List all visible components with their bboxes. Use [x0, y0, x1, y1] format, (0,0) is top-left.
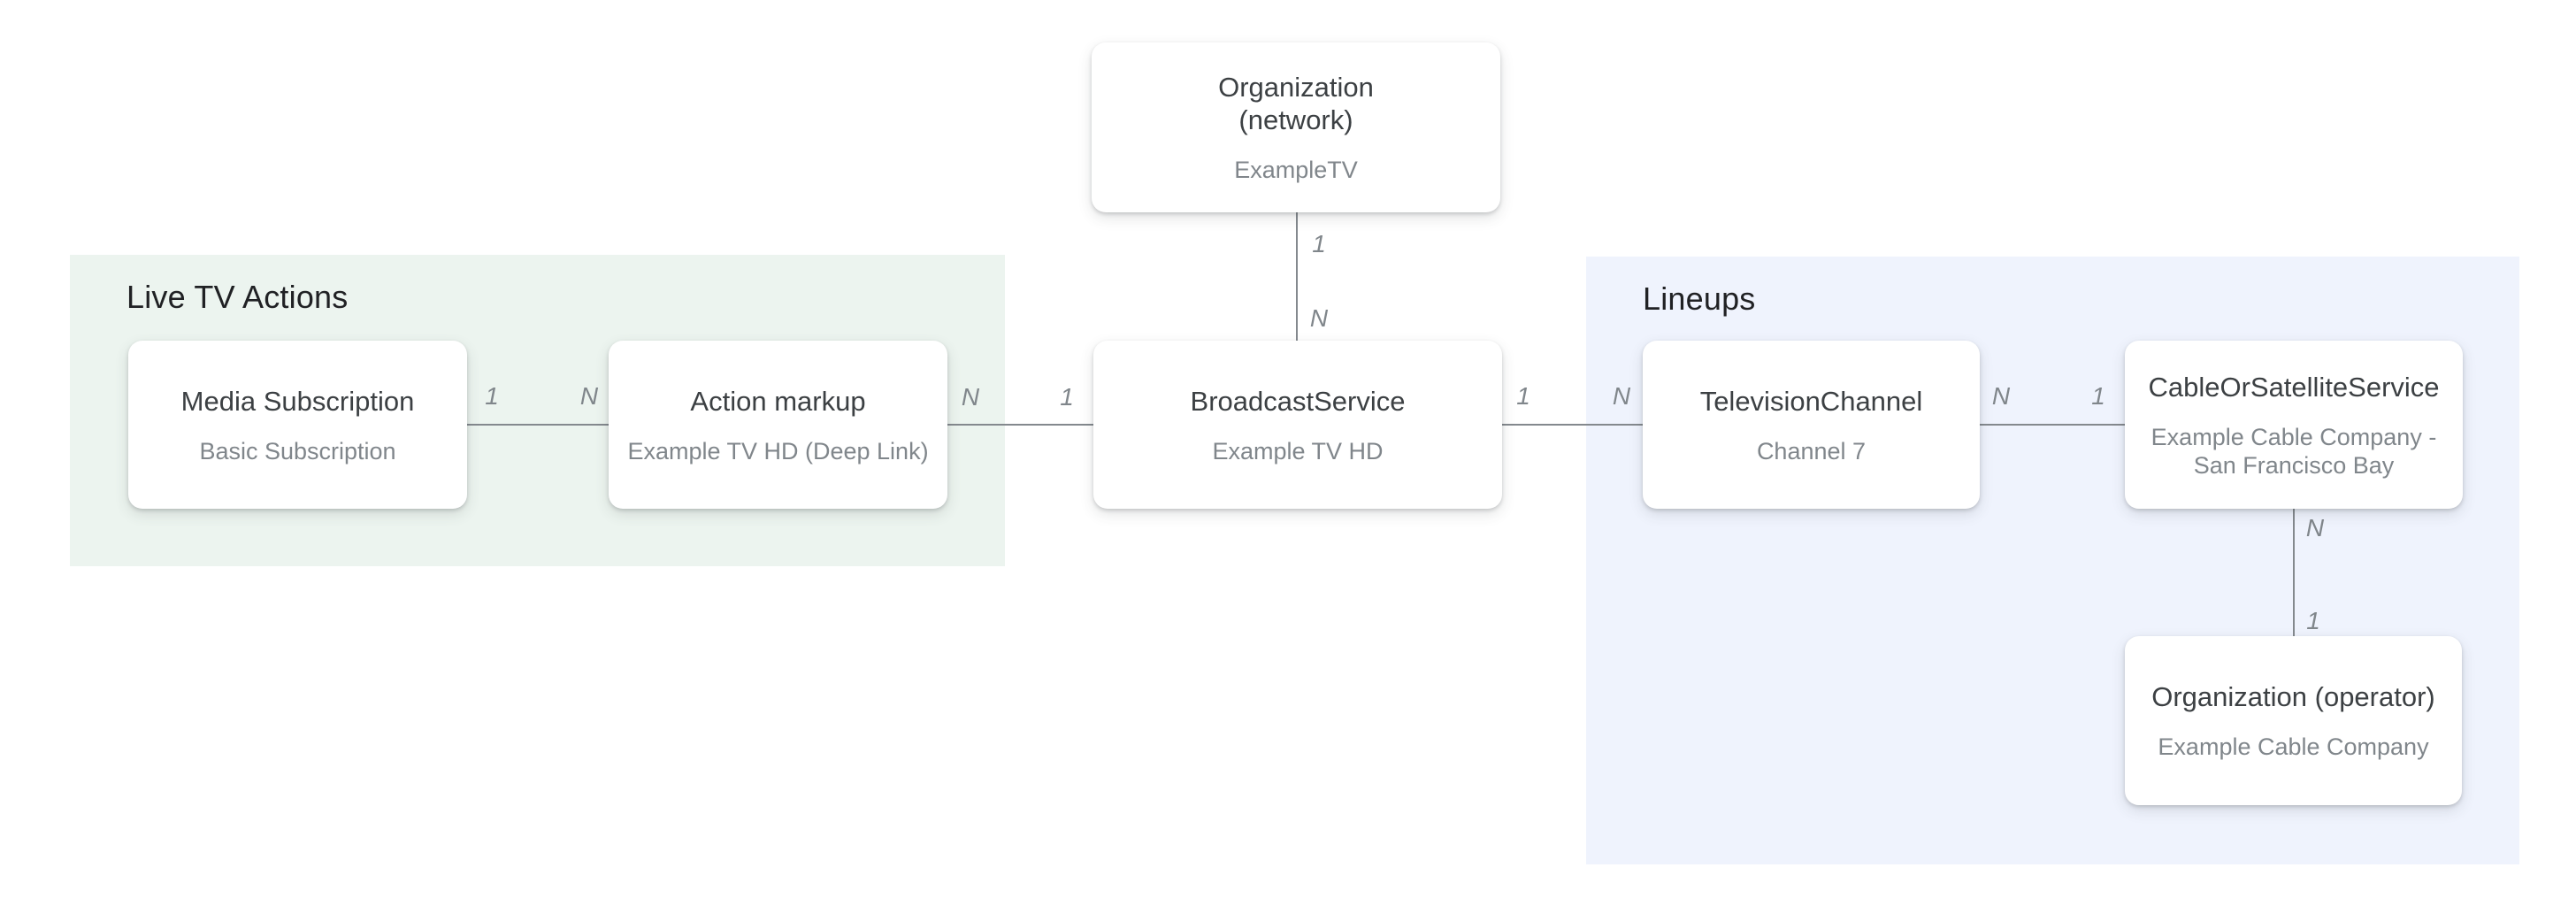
node-title: TelevisionChannel: [1699, 385, 1923, 417]
node-subtitle: Example Cable Company - San Francisco Ba…: [2150, 423, 2437, 479]
cardinality-label: 1: [2091, 382, 2105, 410]
node-title: CableOrSatelliteService: [2148, 371, 2440, 403]
cardinality-label: N: [1991, 382, 2011, 410]
node-media-subscription: Media Subscription Basic Subscription: [128, 341, 467, 509]
node-subtitle: ExampleTV: [1234, 157, 1358, 183]
node-subtitle: Example TV HD (Deep Link): [627, 437, 929, 465]
node-television-channel: TelevisionChannel Channel 7: [1643, 341, 1980, 509]
connector-action-to-broadcast: [947, 424, 1093, 426]
node-title: Organization (operator): [2151, 681, 2435, 712]
cardinality-label: N: [961, 383, 980, 411]
node-organization-operator: Organization (operator) Example Cable Co…: [2125, 636, 2462, 805]
cardinality-label: 1: [2306, 607, 2320, 634]
cardinality-label: N: [579, 382, 599, 410]
connector-tvchannel-to-cable: [1980, 424, 2125, 426]
region-label-lineups: Lineups: [1643, 280, 1756, 317]
node-broadcast-service: BroadcastService Example TV HD: [1093, 341, 1502, 509]
cardinality-label: 1: [1516, 382, 1530, 410]
cardinality-label: 1: [485, 382, 499, 410]
node-subtitle: Example TV HD: [1212, 437, 1384, 465]
node-title: BroadcastService: [1190, 385, 1406, 417]
node-title: Action markup: [690, 385, 866, 417]
connector-broadcast-to-tvchannel: [1502, 424, 1643, 426]
cardinality-label: 1: [1312, 230, 1326, 257]
node-title: Media Subscription: [180, 385, 415, 417]
node-cable-or-satellite-service: CableOrSatelliteService Example Cable Co…: [2125, 341, 2463, 509]
node-subtitle: Basic Subscription: [199, 437, 396, 465]
connector-orgnetwork-to-broadcast: [1296, 212, 1298, 341]
cardinality-label: N: [1612, 382, 1631, 410]
connector-cable-to-orgoperator: [2293, 509, 2295, 636]
region-label-live-tv-actions: Live TV Actions: [126, 279, 349, 315]
node-subtitle: Channel 7: [1756, 437, 1867, 465]
node-action-markup: Action markup Example TV HD (Deep Link): [609, 341, 947, 509]
cardinality-label: N: [2305, 514, 2325, 541]
node-subtitle: Example Cable Company: [2158, 733, 2429, 760]
connector-media-to-action: [467, 424, 609, 426]
node-organization-network: Organization (network) ExampleTV: [1092, 42, 1500, 212]
node-title: Organization (network): [1218, 72, 1374, 135]
cardinality-label: 1: [1060, 383, 1074, 411]
cardinality-label: N: [1309, 304, 1329, 332]
